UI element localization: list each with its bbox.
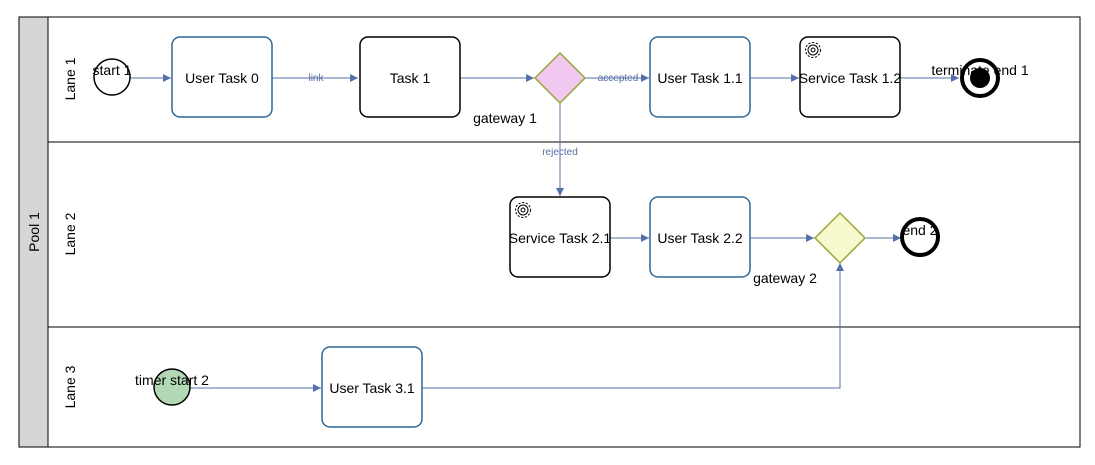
start-event-1[interactable]: start 1 bbox=[93, 58, 132, 96]
flow-label-link: link bbox=[308, 73, 324, 84]
gear-icon bbox=[515, 202, 531, 218]
task-label: User Task 2.2 bbox=[657, 230, 743, 246]
task-label: User Task 1.1 bbox=[657, 70, 743, 86]
event-label: timer start 2 bbox=[135, 372, 209, 388]
service-task-1-2[interactable]: Service Task 1.2 bbox=[799, 36, 902, 118]
user-task-0[interactable]: User Task 0 bbox=[171, 36, 273, 118]
task-label: Service Task 2.1 bbox=[509, 230, 612, 246]
end-event-2[interactable]: end 2 bbox=[900, 217, 940, 257]
gateway-1[interactable]: gateway 1 bbox=[473, 51, 587, 126]
event-label: start 1 bbox=[93, 62, 132, 78]
flow-label-accepted: accepted bbox=[598, 73, 639, 84]
terminate-end-event-1[interactable]: terminate end 1 bbox=[931, 58, 1029, 98]
sequence-flows bbox=[130, 74, 959, 392]
terminate-dot bbox=[970, 68, 990, 88]
flow-label-rejected: rejected bbox=[542, 147, 578, 158]
task-1[interactable]: Task 1 bbox=[359, 36, 461, 118]
task-label: User Task 3.1 bbox=[329, 380, 415, 396]
lane-3[interactable]: Lane 3 bbox=[47, 326, 1081, 448]
timer-start-event-2[interactable]: timer start 2 bbox=[135, 368, 209, 406]
gateway-label: gateway 1 bbox=[473, 110, 537, 126]
event-label: terminate end 1 bbox=[931, 62, 1028, 78]
gateway-2[interactable]: gateway 2 bbox=[753, 211, 867, 286]
lane-label: Lane 2 bbox=[62, 212, 78, 255]
task-label: Service Task 1.2 bbox=[799, 70, 902, 86]
task-label: User Task 0 bbox=[185, 70, 259, 86]
task-label: Task 1 bbox=[390, 70, 431, 86]
lane-label: Lane 3 bbox=[62, 365, 78, 408]
pool-label: Pool 1 bbox=[26, 212, 42, 252]
user-task-1-1[interactable]: User Task 1.1 bbox=[649, 36, 751, 118]
event-label: end 2 bbox=[902, 222, 937, 238]
user-task-2-2[interactable]: User Task 2.2 bbox=[649, 196, 751, 278]
lane-label: Lane 1 bbox=[62, 57, 78, 100]
pool-header bbox=[18, 16, 49, 448]
gateway-label: gateway 2 bbox=[753, 270, 817, 286]
flow-usertask31-gateway2[interactable] bbox=[422, 263, 844, 389]
user-task-3-1[interactable]: User Task 3.1 bbox=[321, 346, 423, 428]
gear-icon bbox=[805, 42, 821, 58]
service-task-2-1[interactable]: Service Task 2.1 bbox=[509, 196, 612, 278]
